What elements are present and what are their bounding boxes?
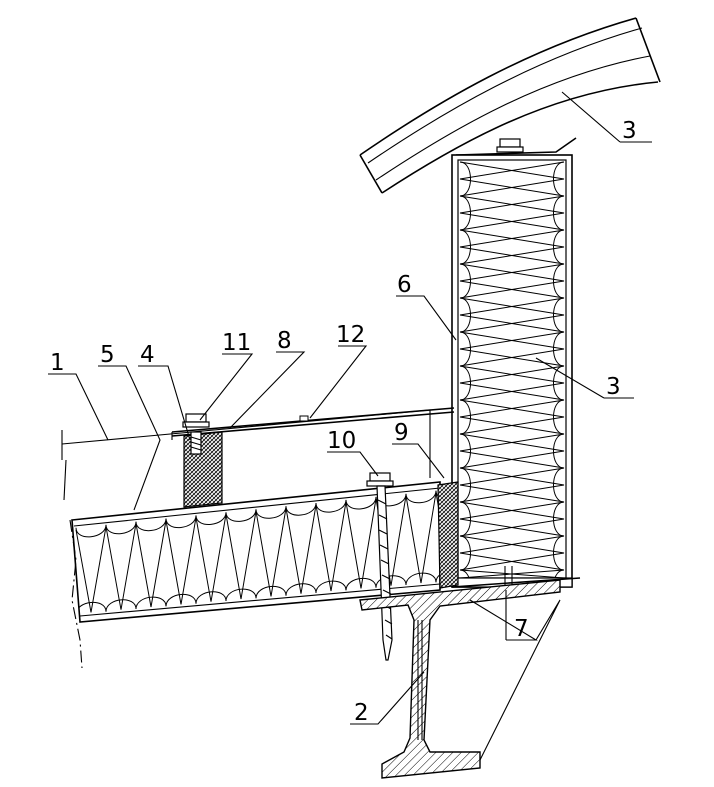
callout-7: 7 xyxy=(514,616,529,642)
break-lines xyxy=(69,519,83,669)
steel-beam xyxy=(359,579,561,779)
insulation-loops-right xyxy=(553,161,565,578)
curved-roof-sheet xyxy=(359,17,661,194)
vertical-wall-panel xyxy=(451,154,573,588)
roof-insulation-zigzag xyxy=(75,489,440,613)
callout-10: 10 xyxy=(327,428,356,454)
callout-5: 5 xyxy=(100,342,115,368)
callout-labels: 3 3 6 1 5 4 11 8 12 10 9 7 2 xyxy=(50,118,637,726)
callout-4: 4 xyxy=(140,342,155,368)
screw-10 xyxy=(366,472,394,661)
callout-9: 9 xyxy=(394,420,409,446)
insulation-loops-left xyxy=(459,161,471,578)
callout-6: 6 xyxy=(397,272,412,298)
insulation-zigzag-b xyxy=(459,161,565,578)
sealing-block-9 xyxy=(437,481,459,589)
callout-3-top: 3 xyxy=(622,118,637,144)
callout-12: 12 xyxy=(336,322,365,348)
callout-8: 8 xyxy=(277,328,292,354)
callout-11: 11 xyxy=(222,330,251,356)
support-rail-7 xyxy=(451,577,581,588)
screw-11 xyxy=(182,413,210,455)
roof-insulation-loops xyxy=(75,487,440,615)
callout-2: 2 xyxy=(354,700,369,726)
sealing-block-4 xyxy=(183,431,223,508)
callout-1: 1 xyxy=(50,350,65,376)
leader-lines xyxy=(48,91,652,761)
roof-panel xyxy=(71,481,441,623)
callout-3-mid: 3 xyxy=(606,374,621,400)
